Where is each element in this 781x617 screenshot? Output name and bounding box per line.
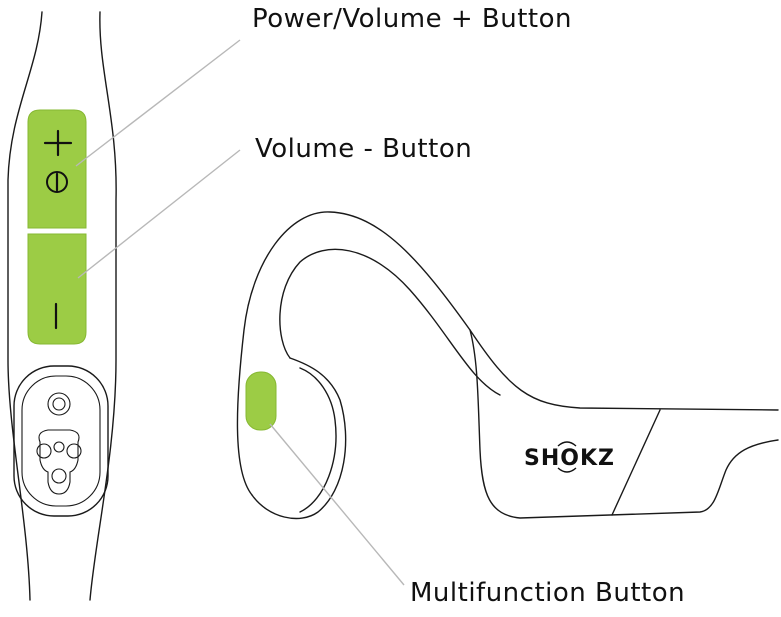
headphone-front-view: SHOKZ [236, 211, 779, 520]
charging-contacts [38, 429, 80, 495]
side-arm-view [7, 11, 117, 601]
svg-text:SHOKZ: SHOKZ [524, 446, 615, 471]
transducer-pod [251, 357, 347, 520]
leader-multifunction [269, 423, 405, 586]
logo-wave-bottom [557, 467, 577, 473]
volume-button-strip[interactable] [27, 109, 87, 345]
side-arm-outline-right [89, 11, 117, 601]
housing-seam [611, 409, 661, 516]
label-volume-down: Volume - Button [255, 134, 472, 164]
ear-hook-outer [236, 211, 779, 496]
power-volume-up-button[interactable] [27, 109, 87, 229]
logo-wave-top [557, 441, 577, 447]
label-multifunction: Multifunction Button [410, 578, 685, 608]
battery-housing [469, 329, 779, 519]
ear-hook-inner [279, 248, 501, 396]
shokz-logo: SHOKZ [524, 441, 615, 473]
label-power-volume-up: Power/Volume + Button [252, 4, 572, 34]
volume-down-button[interactable] [27, 233, 87, 345]
power-icon [46, 171, 68, 193]
charging-port [13, 365, 109, 517]
side-arm-outline-left [7, 11, 43, 601]
leader-volume-down [77, 149, 241, 279]
plus-icon [43, 129, 73, 157]
leader-power-volume-up [75, 39, 241, 167]
multifunction-button[interactable] [245, 371, 277, 431]
transducer-pod-edge [299, 367, 337, 513]
